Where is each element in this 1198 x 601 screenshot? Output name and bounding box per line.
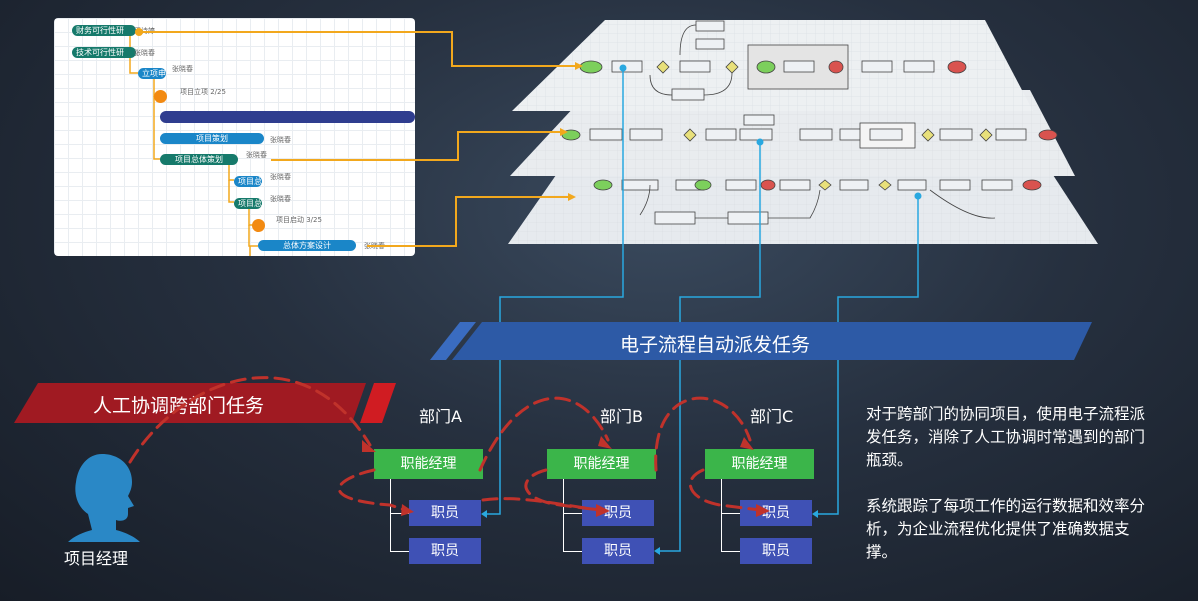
process-layers [508, 20, 1098, 244]
gantt-task-bar[interactable]: 项目总体策划 [160, 154, 238, 165]
department-c-staff-2[interactable]: 职员 [740, 538, 812, 564]
gantt-task-assignee: 张晓春 [246, 151, 267, 159]
department-a-staff-2[interactable]: 职员 [409, 538, 481, 564]
org-tree-line [390, 513, 410, 514]
process-layer-2 [510, 90, 1075, 176]
org-tree-line [721, 551, 741, 552]
gantt-task-assignee: 张晓春 [172, 65, 193, 73]
auto-dispatch-banner-shape [430, 322, 1092, 360]
project-manager-label: 项目经理 [64, 549, 129, 568]
gantt-milestone-marker[interactable] [154, 90, 167, 103]
department-a-manager[interactable]: 职能经理 [374, 449, 483, 479]
gantt-task-assignee: 张晓春 [270, 136, 291, 144]
gantt-task-bar[interactable]: 项目策划 [160, 133, 264, 144]
process-layer-3 [508, 155, 1098, 244]
gantt-dependency-lines [129, 30, 415, 256]
department-b-staff-1[interactable]: 职员 [582, 500, 654, 526]
department-b-staff-2[interactable]: 职员 [582, 538, 654, 564]
gantt-task-assignee: 张晓春 [270, 173, 291, 181]
department-c-title: 部门C [750, 407, 794, 426]
manual-coordination-banner-text: 人工协调跨部门任务 [93, 395, 265, 417]
auto-dispatch-banner-text: 电子流程自动派发任务 [620, 334, 811, 356]
gantt-task-assignee: 张晓春 [270, 195, 291, 203]
gantt-task-assignee: 张晓春 [134, 49, 155, 57]
department-a-title: 部门A [419, 407, 462, 426]
gantt-milestone-marker[interactable] [252, 219, 265, 232]
gantt-milestone-label: 项目启动 3/25 [276, 216, 322, 224]
org-tree-line [390, 479, 391, 552]
gantt-task-bar[interactable]: 总体方案设计 [258, 240, 356, 251]
department-a-staff-1[interactable]: 职员 [409, 500, 481, 526]
project-manager-icon [68, 454, 140, 542]
org-tree-line [563, 513, 583, 514]
gantt-task-bar[interactable]: 财务可行性研 [72, 25, 136, 36]
gantt-task-bar[interactable]: 技术可行性研 [72, 47, 136, 58]
description-paragraph-1: 对于跨部门的协同项目，使用电子流程派发任务，消除了人工协调时常遇到的部门瓶颈。 [866, 405, 1146, 469]
gantt-milestone-label: 项目立项 2/25 [180, 88, 226, 96]
org-tree-line [563, 479, 564, 552]
org-tree-line [721, 479, 722, 552]
description-paragraph-2: 系统跟踪了每项工作的运行数据和效率分析，为企业流程优化提供了准确数据支撑。 [866, 497, 1146, 561]
manual-coordination-banner-shape [14, 383, 396, 423]
department-b-title: 部门B [600, 407, 643, 426]
process-layer-1 [512, 20, 1033, 111]
org-tree-line [721, 513, 741, 514]
department-c-staff-1[interactable]: 职员 [740, 500, 812, 526]
org-tree-line [390, 551, 410, 552]
gantt-task-bar[interactable]: 项目总 [234, 176, 262, 187]
department-c-manager[interactable]: 职能经理 [705, 449, 814, 479]
gantt-task-bar[interactable]: 项目总 [234, 198, 262, 209]
department-b-manager[interactable]: 职能经理 [547, 449, 656, 479]
gantt-chart-panel: 财务可行性研 王诗婷 技术可行性研 张晓春 立项申 张晓春 项目立项 2/25 … [54, 18, 415, 256]
gantt-task-bar[interactable]: 立项申 [138, 68, 166, 79]
org-tree-line [563, 551, 583, 552]
